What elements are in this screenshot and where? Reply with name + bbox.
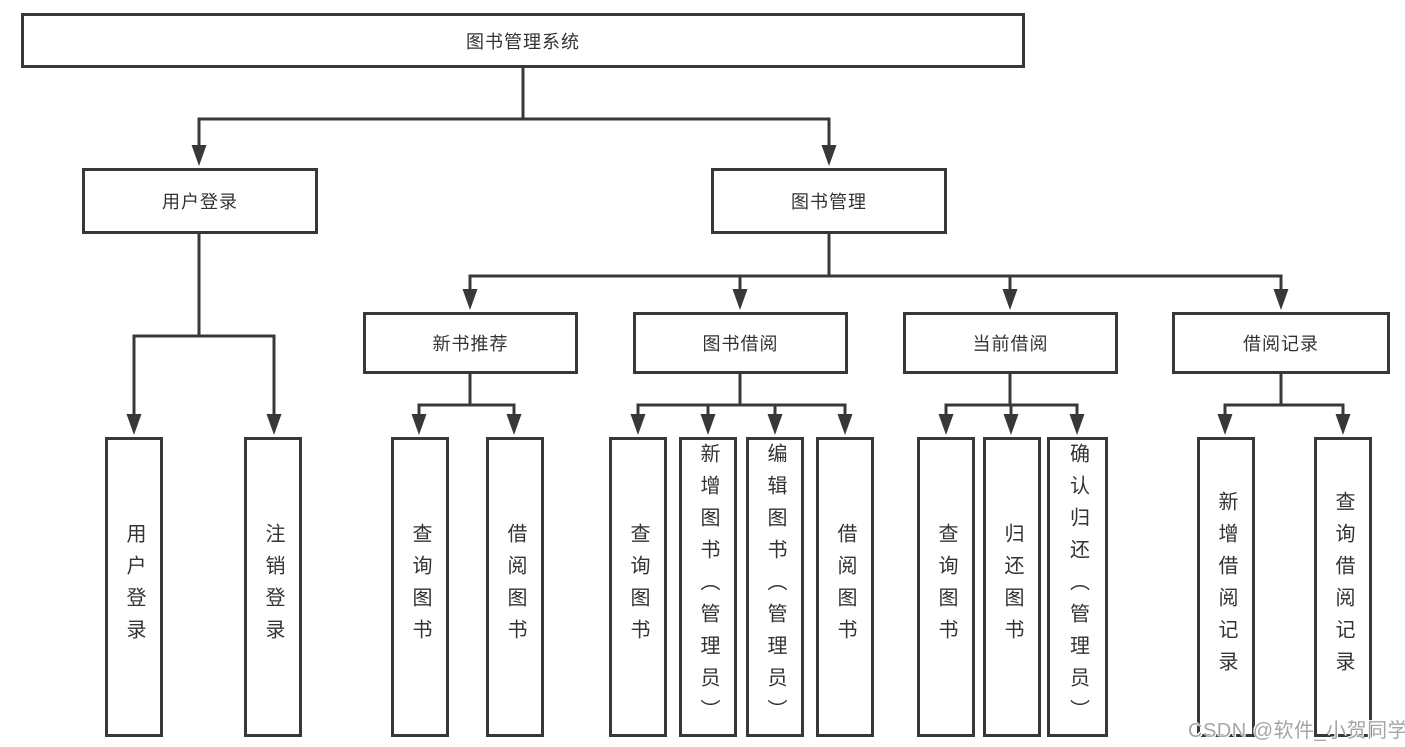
csdn-watermark: CSDN @软件_小贺同学	[1188, 720, 1405, 742]
leaf-edit-book-admin: 编辑图书（管理员）	[746, 437, 804, 737]
leaf-borrow-books-recommend-label: 借阅图书	[504, 523, 526, 651]
leaf-borrow-books-label: 借阅图书	[834, 523, 856, 651]
node-book-borrowing-label: 图书借阅	[702, 334, 779, 354]
leaf-add-borrow-record-label: 新增借阅记录	[1215, 491, 1237, 683]
node-borrow-records-label: 借阅记录	[1243, 334, 1319, 354]
leaf-user-login: 用户登录	[105, 437, 163, 737]
leaf-user-login-label: 用户登录	[123, 523, 145, 651]
node-book-management-label: 图书管理	[791, 192, 867, 212]
node-current-borrowing: 当前借阅	[903, 312, 1118, 374]
node-root: 图书管理系统	[21, 13, 1025, 68]
leaf-query-borrow-record: 查询借阅记录	[1314, 437, 1372, 737]
leaf-query-books-recommend-label: 查询图书	[409, 523, 431, 651]
leaf-borrow-books-recommend: 借阅图书	[486, 437, 544, 737]
node-borrow-records: 借阅记录	[1172, 312, 1390, 374]
leaf-query-books-borrowing-label: 查询图书	[627, 523, 649, 651]
node-book-borrowing: 图书借阅	[633, 312, 848, 374]
node-book-management: 图书管理	[711, 168, 947, 234]
node-user-login: 用户登录	[82, 168, 318, 234]
leaf-return-book: 归还图书	[983, 437, 1041, 737]
arrowheads	[126, 145, 1351, 435]
leaf-return-book-label: 归还图书	[1001, 523, 1023, 651]
leaf-query-books-borrowing: 查询图书	[609, 437, 667, 737]
leaf-edit-book-admin-label: 编辑图书（管理员）	[764, 443, 786, 731]
leaf-query-books-current-label: 查询图书	[935, 523, 957, 651]
leaf-add-book-admin: 新增图书（管理员）	[679, 437, 737, 737]
node-user-login-label: 用户登录	[162, 192, 238, 212]
node-new-book-recommend: 新书推荐	[363, 312, 578, 374]
leaf-confirm-return-admin: 确认归还（管理员）	[1047, 437, 1108, 737]
node-root-label: 图书管理系统	[466, 31, 580, 52]
node-new-book-recommend-label: 新书推荐	[432, 334, 509, 354]
leaf-add-borrow-record: 新增借阅记录	[1197, 437, 1255, 737]
leaf-query-books-recommend: 查询图书	[391, 437, 449, 737]
leaf-query-borrow-record-label: 查询借阅记录	[1332, 491, 1354, 683]
leaf-add-book-admin-label: 新增图书（管理员）	[697, 443, 719, 731]
node-current-borrowing-label: 当前借阅	[972, 334, 1049, 354]
leaf-query-books-current: 查询图书	[917, 437, 975, 737]
leaf-confirm-return-admin-label: 确认归还（管理员）	[1066, 443, 1089, 731]
leaf-logout: 注销登录	[244, 437, 302, 737]
leaf-logout-label: 注销登录	[262, 523, 284, 651]
leaf-borrow-books: 借阅图书	[816, 437, 874, 737]
